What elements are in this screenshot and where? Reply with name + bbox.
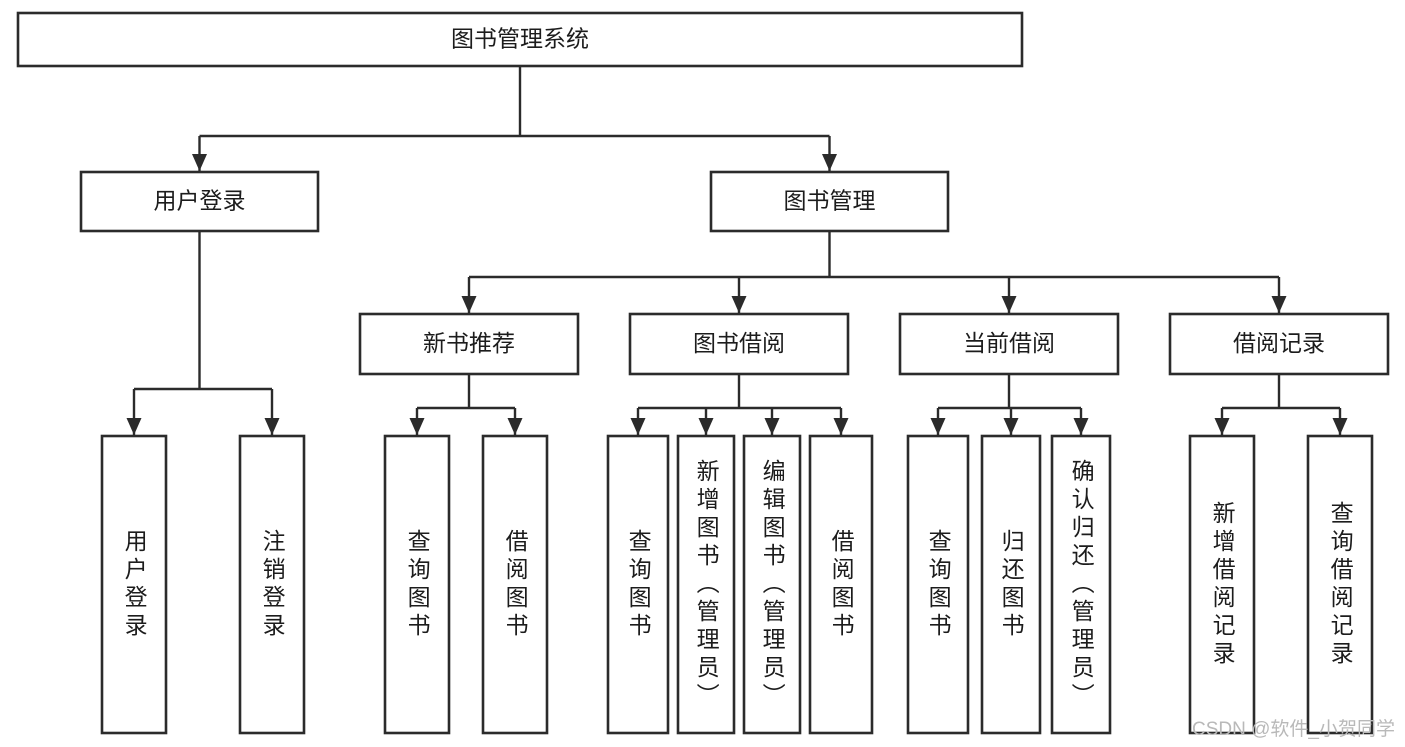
arrow-head-icon — [833, 418, 849, 435]
arrow-head-icon — [731, 296, 747, 313]
node-label-borrow-record: 借阅记录 — [1233, 330, 1325, 356]
node-box-layer — [16, 11, 1390, 735]
node-label-leaf-query-borrow-record: 查询借阅记录 — [1327, 500, 1354, 669]
node-label-book-borrow: 图书借阅 — [693, 330, 785, 356]
node-box-leaf-add-borrow-record[interactable] — [1188, 434, 1256, 735]
node-label-leaf-query-book-3: 查询图书 — [925, 528, 952, 641]
node-label-leaf-user-logout: 注销登录 — [259, 528, 286, 641]
arrow-head-icon — [1003, 418, 1019, 435]
arrow-head-icon — [1271, 296, 1287, 313]
node-label-leaf-query-book-1-wrap: 查询图书 — [385, 436, 449, 733]
node-label-leaf-user-logout-wrap: 注销登录 — [240, 436, 304, 733]
node-box-leaf-add-book[interactable] — [676, 434, 736, 735]
node-label-leaf-return-book-wrap: 归还图书 — [982, 436, 1040, 733]
arrow-head-icon — [764, 418, 780, 435]
connector-layer — [126, 66, 1348, 435]
node-box-leaf-borrow-book-1[interactable] — [481, 434, 549, 735]
node-label-new-book-recommend: 新书推荐 — [423, 330, 515, 356]
node-box-leaf-user-login[interactable] — [100, 434, 168, 735]
node-box-leaf-query-borrow-record[interactable] — [1306, 434, 1374, 735]
node-box-leaf-query-book-1[interactable] — [383, 434, 451, 735]
node-label-root: 图书管理系统 — [451, 26, 589, 52]
arrow-head-icon — [409, 418, 425, 435]
arrow-head-icon — [1001, 296, 1017, 313]
node-label-leaf-query-borrow-record-wrap: 查询借阅记录 — [1308, 436, 1372, 733]
arrow-head-icon — [264, 418, 280, 435]
arrow-head-icon — [126, 418, 142, 435]
node-label-leaf-borrow-book-1: 借阅图书 — [502, 528, 529, 641]
node-box-leaf-confirm-return[interactable] — [1050, 434, 1112, 735]
connector-user-login-bus — [134, 231, 272, 391]
node-box-leaf-return-book[interactable] — [980, 434, 1042, 735]
node-label-book-manage: 图书管理 — [784, 188, 876, 214]
node-label-current-borrow: 当前借阅 — [963, 330, 1055, 356]
node-label-leaf-add-book: 新增图书（管理员） — [693, 458, 720, 711]
csdn-watermark: CSDN @软件_小贺同学 — [1192, 719, 1395, 740]
node-label-leaf-edit-book-wrap: 编辑图书（管理员） — [744, 436, 800, 733]
node-label-leaf-borrow-book-1-wrap: 借阅图书 — [483, 436, 547, 733]
node-box-current-borrow[interactable] — [898, 312, 1120, 376]
node-box-book-manage[interactable] — [709, 170, 950, 233]
node-box-leaf-user-logout[interactable] — [238, 434, 306, 735]
connector-new-book-recommend-bus — [417, 374, 515, 410]
node-box-new-book-recommend[interactable] — [358, 312, 580, 376]
node-label-leaf-borrow-book-2-wrap: 借阅图书 — [810, 436, 872, 733]
arrow-head-icon — [930, 418, 946, 435]
node-label-leaf-query-book-3-wrap: 查询图书 — [908, 436, 968, 733]
node-label-leaf-confirm-return: 确认归还（管理员） — [1068, 458, 1095, 711]
node-box-leaf-query-book-2[interactable] — [606, 434, 670, 735]
node-label-leaf-confirm-return-wrap: 确认归还（管理员） — [1052, 436, 1110, 733]
node-box-borrow-record[interactable] — [1168, 312, 1390, 376]
arrow-head-icon — [698, 418, 714, 435]
connector-book-borrow-bus — [638, 374, 841, 410]
arrow-head-icon — [192, 154, 207, 171]
node-label-leaf-user-login-wrap: 用户登录 — [102, 436, 166, 733]
node-box-root[interactable] — [16, 11, 1024, 68]
arrow-head-icon — [1332, 418, 1348, 435]
node-label-leaf-query-book-2: 查询图书 — [625, 528, 652, 641]
node-label-leaf-query-book-2-wrap: 查询图书 — [608, 436, 668, 733]
node-box-user-login[interactable] — [79, 170, 320, 233]
node-label-leaf-add-book-wrap: 新增图书（管理员） — [678, 436, 734, 733]
arrow-head-icon — [822, 154, 837, 171]
node-box-leaf-edit-book[interactable] — [742, 434, 802, 735]
connector-borrow-record-bus — [1222, 374, 1340, 410]
connector-current-borrow-bus — [938, 374, 1081, 410]
arrow-head-icon — [507, 418, 523, 435]
node-label-leaf-query-book-1: 查询图书 — [404, 528, 431, 641]
node-label-leaf-add-borrow-record-wrap: 新增借阅记录 — [1190, 436, 1254, 733]
node-label-leaf-add-borrow-record: 新增借阅记录 — [1209, 500, 1236, 669]
arrow-head-icon — [1073, 418, 1089, 435]
connector-root-bus — [199, 66, 830, 138]
node-label-leaf-return-book: 归还图书 — [998, 528, 1025, 641]
node-label-user-login: 用户登录 — [154, 188, 246, 214]
node-label-leaf-edit-book: 编辑图书（管理员） — [759, 458, 786, 711]
connector-book-manage-bus — [469, 231, 1279, 279]
arrow-head-icon — [461, 296, 477, 313]
node-label-leaf-borrow-book-2: 借阅图书 — [828, 528, 855, 641]
arrow-head-icon — [1214, 418, 1230, 435]
node-box-book-borrow[interactable] — [628, 312, 850, 376]
arrow-head-icon — [630, 418, 646, 435]
node-box-leaf-query-book-3[interactable] — [906, 434, 970, 735]
node-box-leaf-borrow-book-2[interactable] — [808, 434, 874, 735]
node-label-leaf-user-login: 用户登录 — [121, 528, 148, 641]
